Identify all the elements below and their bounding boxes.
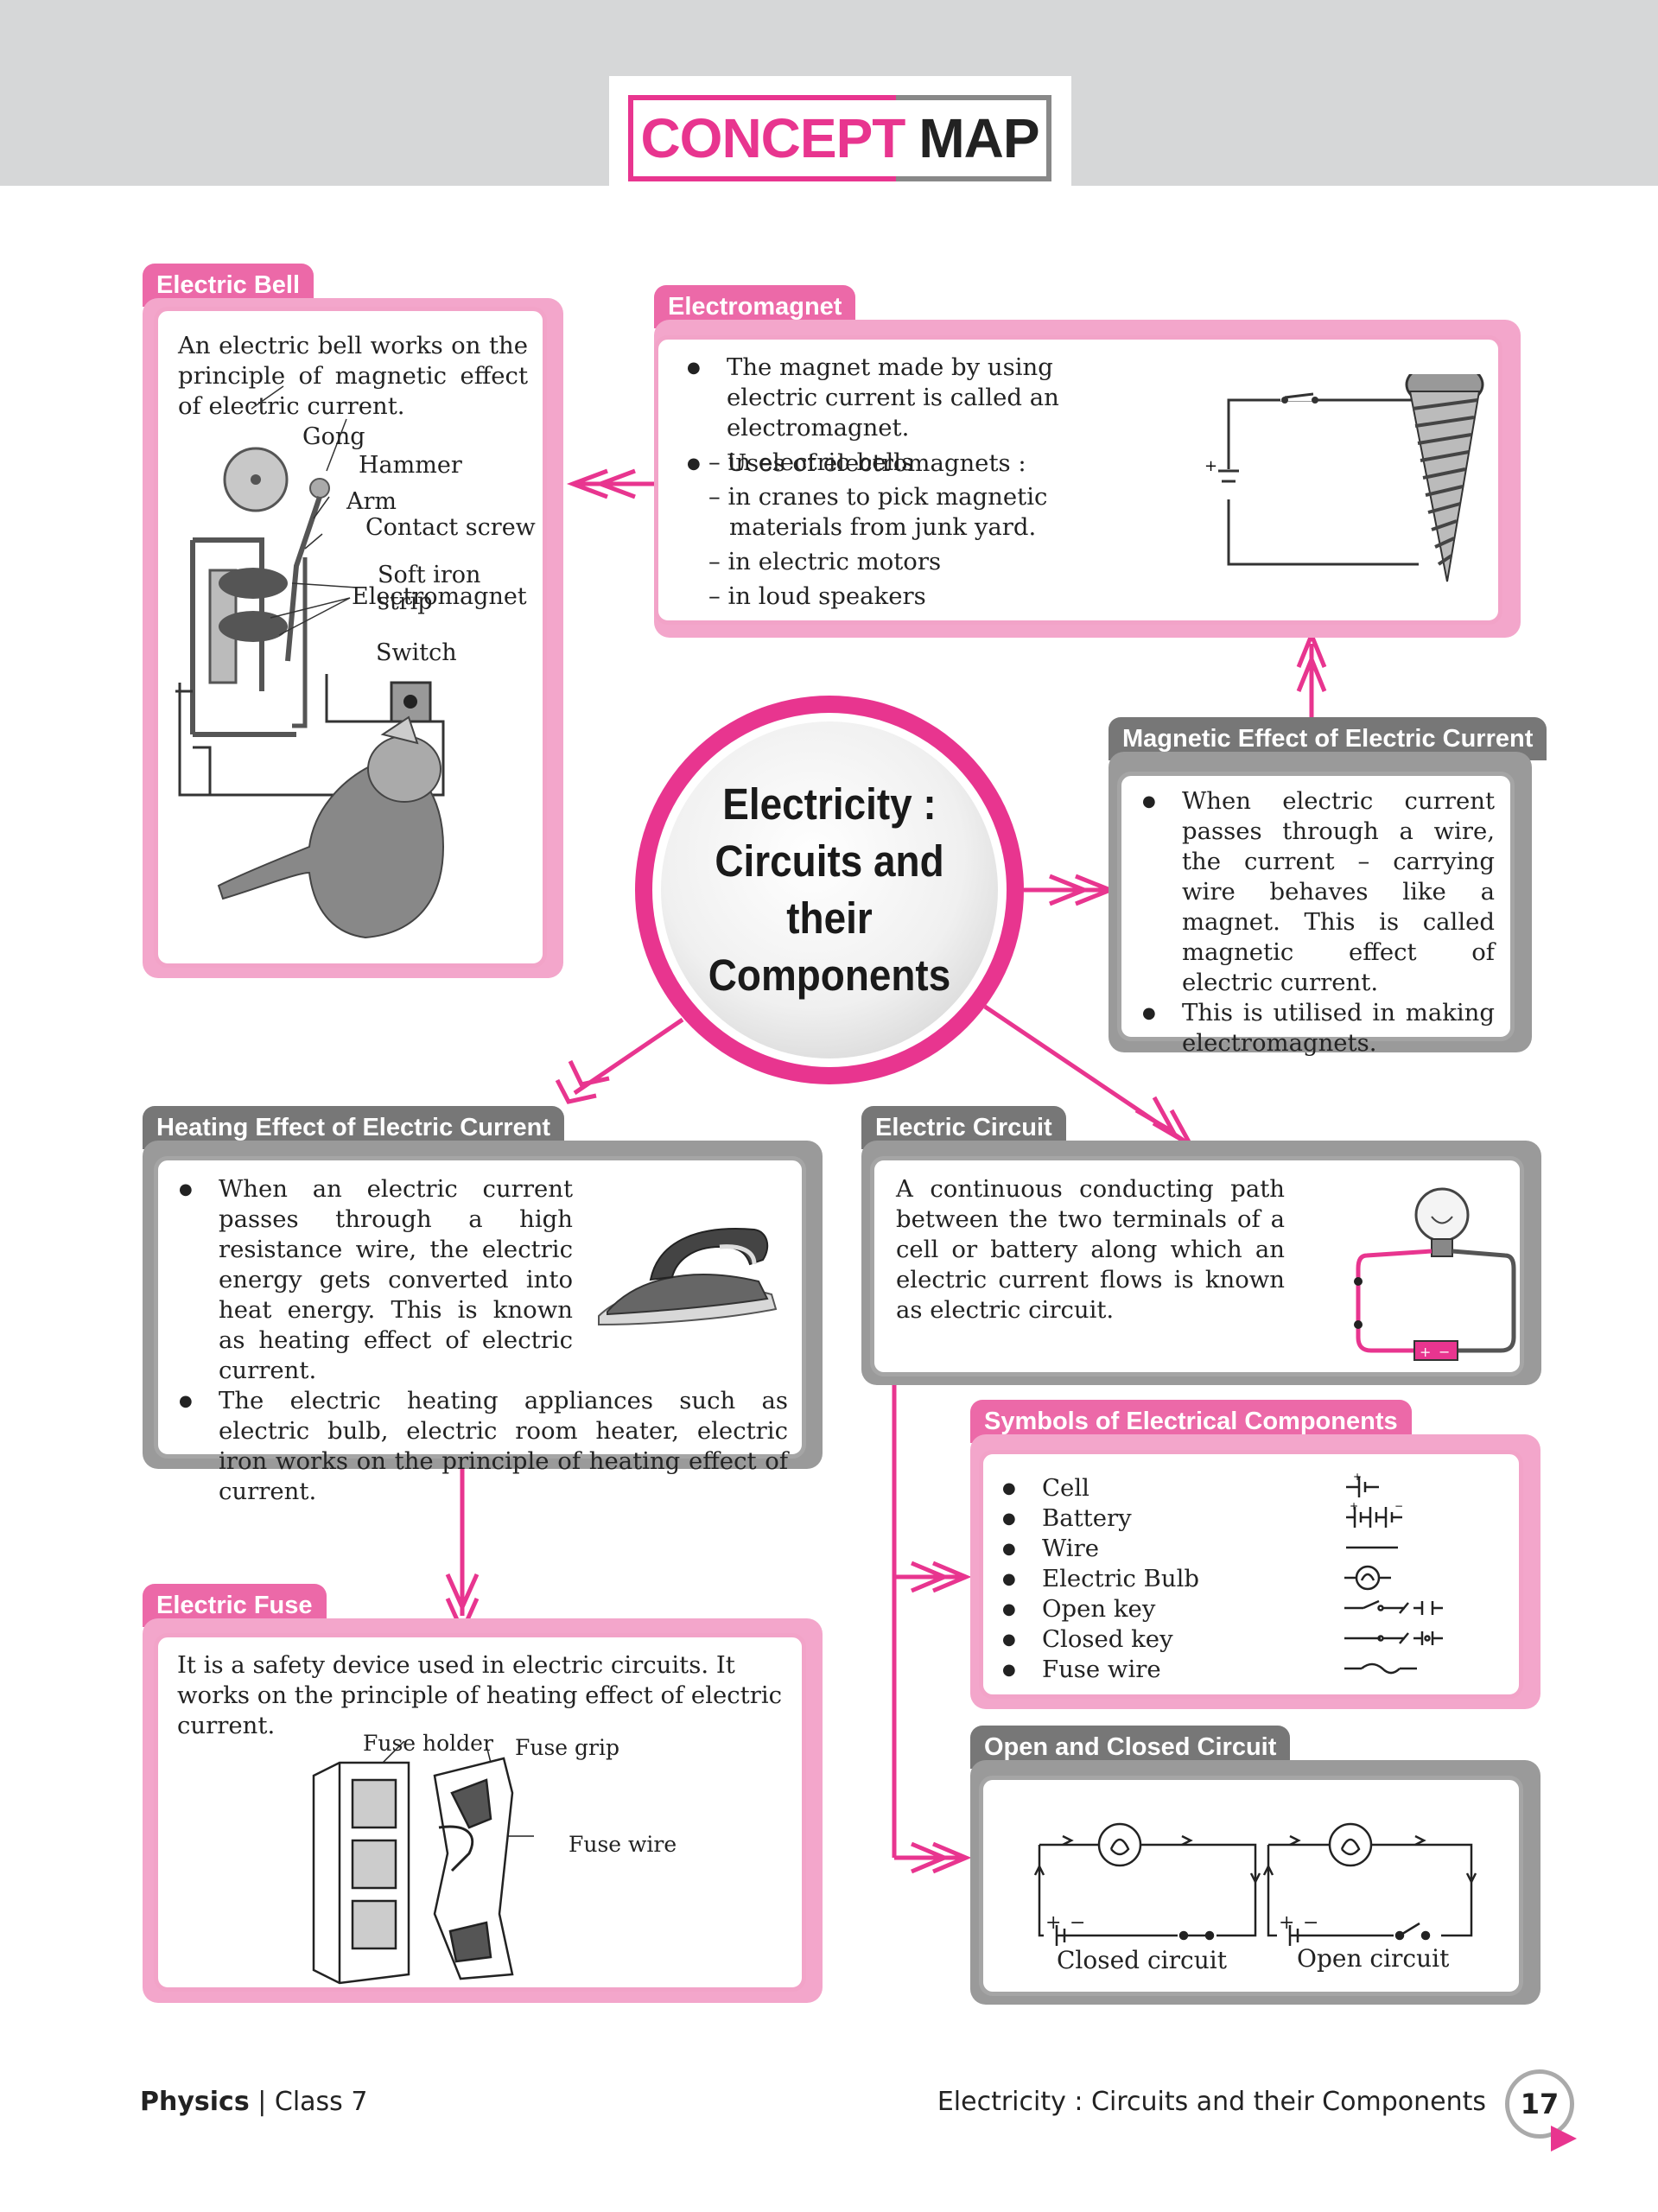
fuse-illustration	[312, 1741, 534, 1985]
label-switch: Switch	[376, 639, 457, 666]
label-fuse-grip: Fuse grip	[515, 1735, 619, 1760]
open-closed-card: + − + − Closed circuit Open circuit	[979, 1776, 1523, 1996]
heating-bullet-1: When an electric current passes through …	[179, 1174, 573, 1386]
svg-text:+: +	[1279, 1912, 1294, 1934]
svg-text:+: +	[1045, 1912, 1061, 1934]
electric-bell-card: An electric bell works on the principle …	[154, 307, 547, 968]
center-title: Electricity : Circuits and their Compone…	[708, 779, 951, 1000]
use-item: – in loud speakers	[708, 582, 926, 610]
heating-effect-list: When an electric current passes through …	[179, 1174, 788, 1507]
footer-separator: |	[249, 2087, 275, 2117]
symbol-item-closed-key: Closed key	[1002, 1624, 1261, 1655]
symbol-item-bulb: Electric Bulb	[1002, 1564, 1261, 1594]
title-concept: CONCEPT	[640, 107, 905, 169]
svg-text:+: +	[1353, 1471, 1362, 1483]
footer-chapter: Electricity : Circuits and their Compone…	[937, 2087, 1486, 2117]
heating-effect-card: When an electric current passes through …	[154, 1156, 806, 1505]
symbols-glyphs: + + −	[1344, 1471, 1443, 1675]
heating-bullet-2: The electric heating appliances such as …	[179, 1386, 788, 1507]
footer-subject: Physics | Class 7	[140, 2087, 367, 2117]
symbol-item-cell: Cell	[1002, 1473, 1261, 1503]
electromagnet-bullet-2: Uses of electromagnets :	[687, 448, 1136, 479]
battery-symbol	[1346, 1507, 1402, 1528]
svg-text:+: +	[1204, 457, 1217, 475]
svg-text:−: −	[1303, 1912, 1318, 1934]
closed-circuit-label: Closed circuit	[1057, 1946, 1227, 1974]
symbol-item-fuse-wire: Fuse wire	[1002, 1655, 1261, 1685]
electric-circuit-text: A continuous conducting path between the…	[896, 1175, 1285, 1324]
closed-key-symbol	[1344, 1631, 1443, 1645]
symbol-item-open-key: Open key	[1002, 1594, 1261, 1624]
electric-circuit-card: A continuous conducting path between the…	[870, 1156, 1524, 1376]
electric-iron-illustration	[598, 1228, 778, 1326]
electromagnet-card: The magnet made by using electric curren…	[654, 335, 1502, 625]
magnetic-bullet-1: When electric current passes through a w…	[1142, 786, 1495, 998]
electric-bell-text: An electric bell works on the principle …	[178, 332, 528, 420]
bulb-symbol	[1344, 1565, 1391, 1591]
label-contact-screw: Contact screw	[365, 514, 536, 541]
footer-subject-name: Physics	[140, 2087, 250, 2117]
use-item: – in electric bells	[708, 448, 914, 476]
symbol-item-wire: Wire	[1002, 1534, 1261, 1564]
svg-text:+: +	[1350, 1500, 1358, 1512]
circuit-bulb-diagram: + −	[1354, 1187, 1516, 1361]
cell-symbol	[1346, 1477, 1379, 1497]
label-gong: Gong	[302, 423, 365, 450]
label-fuse-wire: Fuse wire	[569, 1832, 677, 1857]
open-key-symbol	[1344, 1599, 1443, 1615]
label-soft-iron-strip: Soft iron strip	[378, 562, 481, 615]
fuse-grip-shape	[433, 1757, 514, 1980]
magnetic-effect-list: When electric current passes through a w…	[1142, 786, 1495, 1058]
label-electromagnet: Electromagnet	[352, 583, 527, 610]
symbols-card: Cell Battery Wire Electric Bulb Open key…	[979, 1450, 1523, 1699]
use-item: – in electric motors	[708, 548, 942, 575]
open-circuit-label: Open circuit	[1297, 1944, 1450, 1973]
electromagnet-uses: – in electric bells – in cranes to pick …	[708, 448, 1158, 612]
symbol-item-battery: Battery	[1002, 1503, 1261, 1534]
page-triangle-icon	[1551, 2126, 1577, 2152]
footer-class: Class 7	[274, 2087, 368, 2117]
electromagnet-list: The magnet made by using electric curren…	[687, 353, 1136, 479]
title-map: MAP	[918, 107, 1039, 169]
svg-text:−: −	[1439, 1344, 1450, 1360]
electric-fuse-text: It is a safety device used in electric c…	[177, 1651, 783, 1739]
center-circle	[661, 721, 998, 1058]
svg-text:+: +	[1420, 1344, 1431, 1360]
use-item: – in cranes to pick magnetic materials f…	[708, 483, 1048, 541]
magnetic-bullet-2: This is utilised in making electromagnet…	[1142, 998, 1495, 1058]
label-arm: Arm	[346, 488, 397, 515]
electromagnet-bullet-1: The magnet made by using electric curren…	[687, 353, 1136, 443]
electromagnet-nail-diagram: +	[1204, 374, 1484, 582]
svg-text:−: −	[1070, 1912, 1085, 1934]
fuse-wire-symbol	[1344, 1662, 1417, 1675]
electric-bell-illustration	[175, 385, 445, 939]
svg-text:−: −	[1394, 1500, 1403, 1512]
label-hammer: Hammer	[359, 452, 462, 479]
electric-fuse-card: It is a safety device used in electric c…	[154, 1633, 806, 1992]
page-number: 17	[1505, 2069, 1574, 2139]
symbols-list: Cell Battery Wire Electric Bulb Open key…	[1002, 1473, 1261, 1685]
magnetic-effect-card: When electric current passes through a w…	[1117, 772, 1515, 1057]
open-closed-circuit-diagram: + − + −	[1033, 1822, 1477, 1946]
banner-frame-accent	[628, 95, 896, 181]
label-fuse-holder: Fuse holder	[363, 1731, 493, 1756]
